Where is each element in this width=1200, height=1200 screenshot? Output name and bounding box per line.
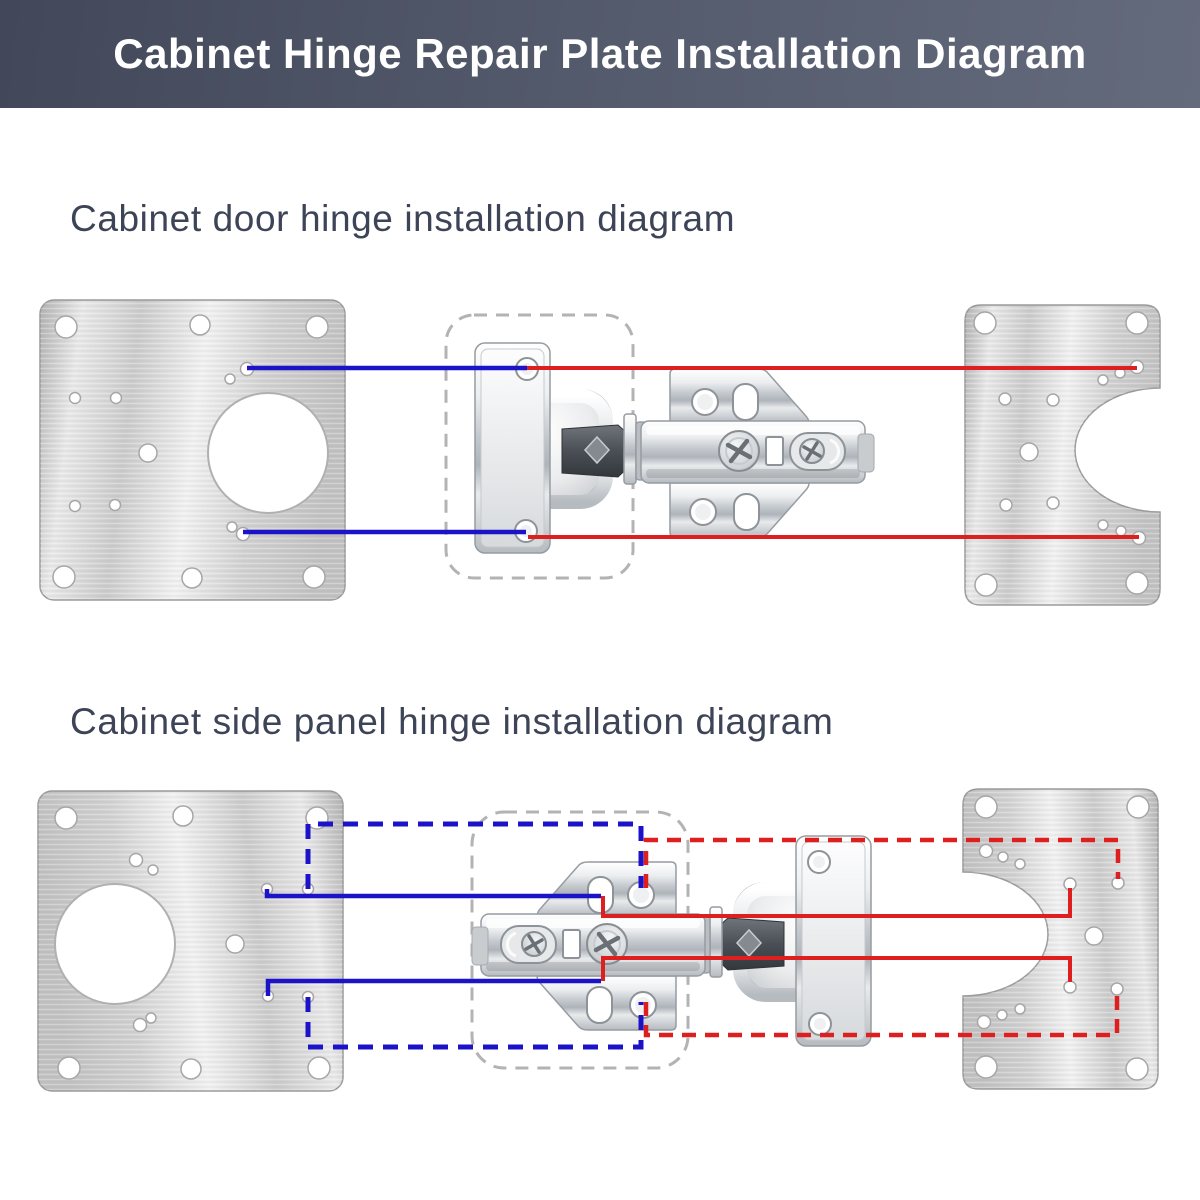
section-title-side-panel: Cabinet side panel hinge installation di… [70,701,834,742]
concealed-hinge-side-panel [472,836,871,1046]
red-dashed-top [643,837,1121,888]
banner: Cabinet Hinge Repair Plate Installation … [0,0,1200,108]
banner-title: Cabinet Hinge Repair Plate Installation … [113,30,1087,77]
concealed-hinge-door [475,343,874,553]
red-line-bottom [601,956,1072,982]
hole-alignment-lines [264,821,1121,1050]
blue-line-top [264,889,601,899]
diagram-door-hinge [39,299,1161,606]
hinge-cup-drill-outline [444,313,635,580]
blue-dashed-bottom [305,997,644,1050]
blue-line-bottom [265,978,601,996]
red-line-top [601,888,1072,918]
hole-alignment-lines [243,365,1139,539]
repair-plate-frame-side [964,304,1161,606]
repair-plate-side-panel [37,790,344,1092]
repair-plate-side-frame [962,788,1159,1090]
blue-dashed-top [305,821,644,889]
section-title-door: Cabinet door hinge installation diagram [70,198,736,239]
diagram-side-panel-hinge [37,788,1159,1092]
repair-plate-door-side [39,299,346,601]
